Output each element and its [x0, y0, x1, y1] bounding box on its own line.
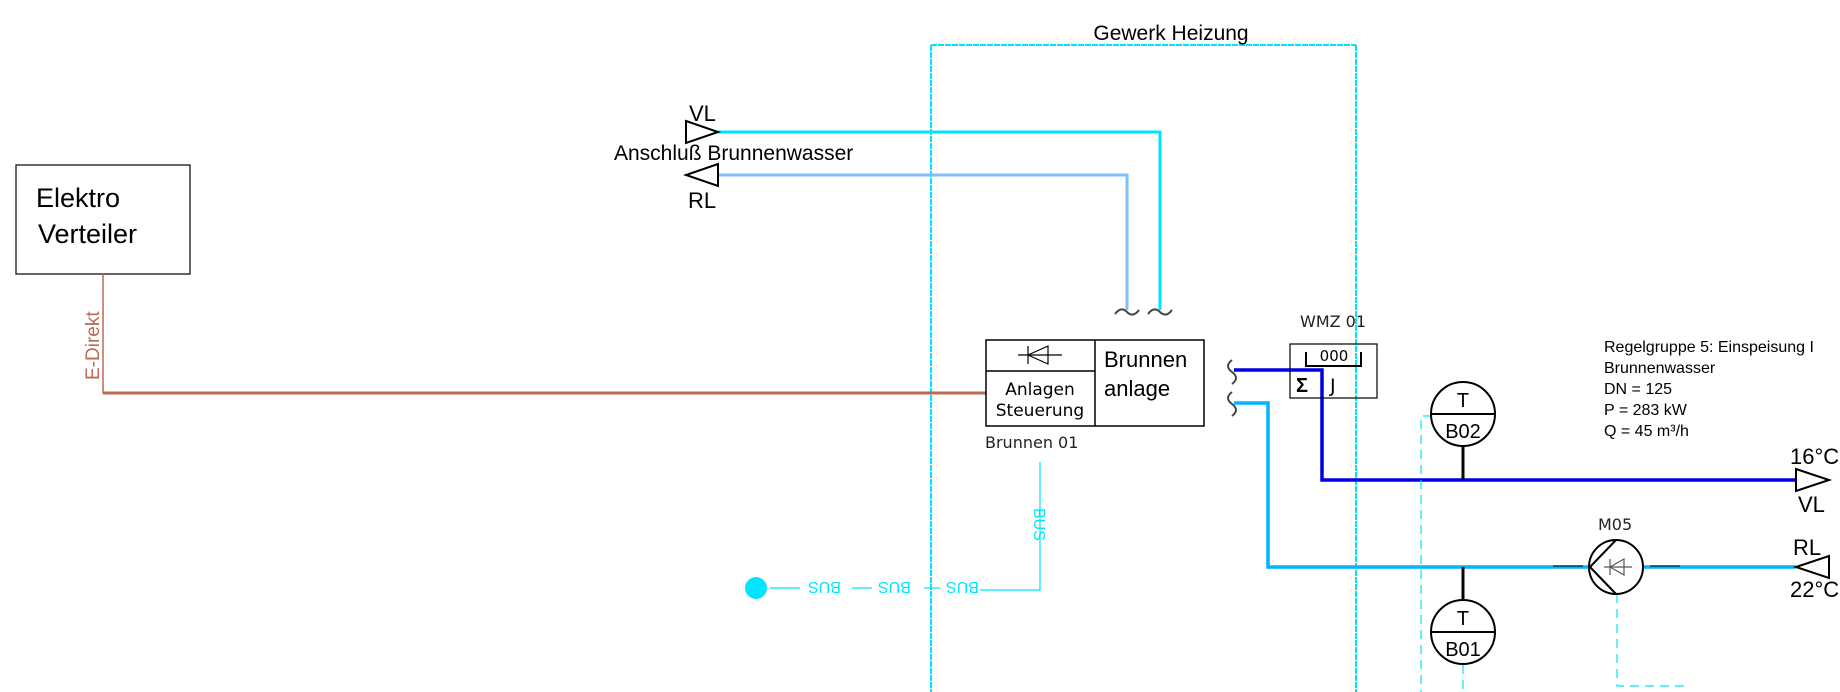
- well-return-pipe: [718, 173, 1129, 310]
- pipe-break-icon: [1114, 308, 1140, 316]
- control-group-info: Regelgruppe 5: Einspeisung I Brunnenwass…: [1604, 339, 1814, 440]
- control-label-line1: Anlagen: [1005, 380, 1075, 400]
- pipe-break-icon: [1147, 308, 1173, 316]
- well-plant-unit[interactable]: Anlagen Steuerung Brunnen anlage Brunnen…: [985, 339, 1205, 452]
- outlet-return: RL 22°C: [1790, 535, 1839, 602]
- outlet-return-label: RL: [1793, 535, 1821, 560]
- outlet-supply-temp: 16°C: [1790, 444, 1839, 469]
- electro-box-line2: Verteiler: [38, 219, 137, 249]
- supply-arrow-icon: [685, 119, 722, 145]
- heating-trade-frame: Gewerk Heizung: [930, 22, 1357, 692]
- heat-meter-counter: 000: [1320, 347, 1349, 365]
- control-label-line2: Steuerung: [996, 401, 1084, 421]
- electro-box-line1: Elektro: [36, 183, 120, 213]
- bus-label: BUS: [808, 578, 841, 595]
- plant-label-line2: anlage: [1104, 376, 1170, 401]
- outlet-supply-label: VL: [1798, 492, 1825, 517]
- bus-label: BUS: [878, 578, 911, 595]
- sum-icon: Σ: [1296, 375, 1308, 397]
- sensor-type: T: [1457, 390, 1469, 412]
- temperature-sensor-b02[interactable]: T B02: [1430, 381, 1496, 480]
- connection-supply-label: VL: [689, 101, 716, 126]
- control-group-line3: DN = 125: [1604, 381, 1672, 398]
- bus-node-icon: [745, 577, 767, 599]
- outlet-supply: 16°C VL: [1790, 444, 1839, 517]
- supply-out-pipe: [1234, 368, 1796, 482]
- electric-line-label: E-Direkt: [83, 311, 104, 380]
- return-out-pipe: [1234, 401, 1796, 569]
- pipe-break-icon: [1227, 391, 1237, 417]
- sensor-type: T: [1457, 608, 1469, 630]
- return-arrow-icon: [682, 162, 719, 188]
- well-supply-pipe: [718, 130, 1162, 310]
- bus-label: BUS: [1030, 508, 1047, 541]
- pipe-break-icon: [1227, 359, 1237, 385]
- sensor-tag: B02: [1445, 421, 1481, 443]
- outlet-return-temp: 22°C: [1790, 577, 1839, 602]
- well-water-connection: VL RL Anschluß Brunnenwasser: [614, 101, 1173, 316]
- electric-feed-line: E-Direkt: [83, 274, 986, 395]
- connection-return-label: RL: [688, 188, 716, 213]
- control-group-line2: Brunnenwasser: [1604, 360, 1716, 377]
- electrical-distributor[interactable]: Elektro Verteiler: [15, 164, 191, 275]
- control-group-line4: P = 283 kW: [1604, 402, 1688, 419]
- pump-tag: M05: [1598, 515, 1632, 534]
- diode-icon: [1018, 345, 1062, 365]
- control-group-line5: Q = 45 m³/h: [1604, 423, 1689, 440]
- bus-label: BUS: [946, 578, 979, 595]
- well-unit-tag: Brunnen 01: [985, 433, 1078, 452]
- connection-label: Anschluß Brunnenwasser: [614, 142, 853, 165]
- temperature-sensor-b01[interactable]: T B01: [1430, 567, 1496, 665]
- return-outlet-arrow-icon: [1792, 554, 1830, 580]
- plant-label-line1: Brunnen: [1104, 347, 1187, 372]
- heat-meter-tag: WMZ 01: [1300, 312, 1366, 331]
- pump-m05[interactable]: M05: [1588, 515, 1644, 595]
- bus-line: BUS BUS BUS BUS: [745, 462, 1047, 599]
- sensor-tag: B01: [1445, 639, 1481, 661]
- heat-meter[interactable]: 000 Σ J WMZ 01: [1289, 312, 1378, 399]
- signal-lines: [1420, 415, 1685, 692]
- control-group-line1: Regelgruppe 5: Einspeisung I: [1604, 339, 1814, 356]
- diode-icon: [1604, 557, 1632, 577]
- frame-title: Gewerk Heizung: [1093, 22, 1248, 45]
- supply-outlet-arrow-icon: [1795, 467, 1833, 493]
- outgoing-pipes: [1227, 359, 1796, 569]
- heat-meter-unit: J: [1329, 375, 1336, 397]
